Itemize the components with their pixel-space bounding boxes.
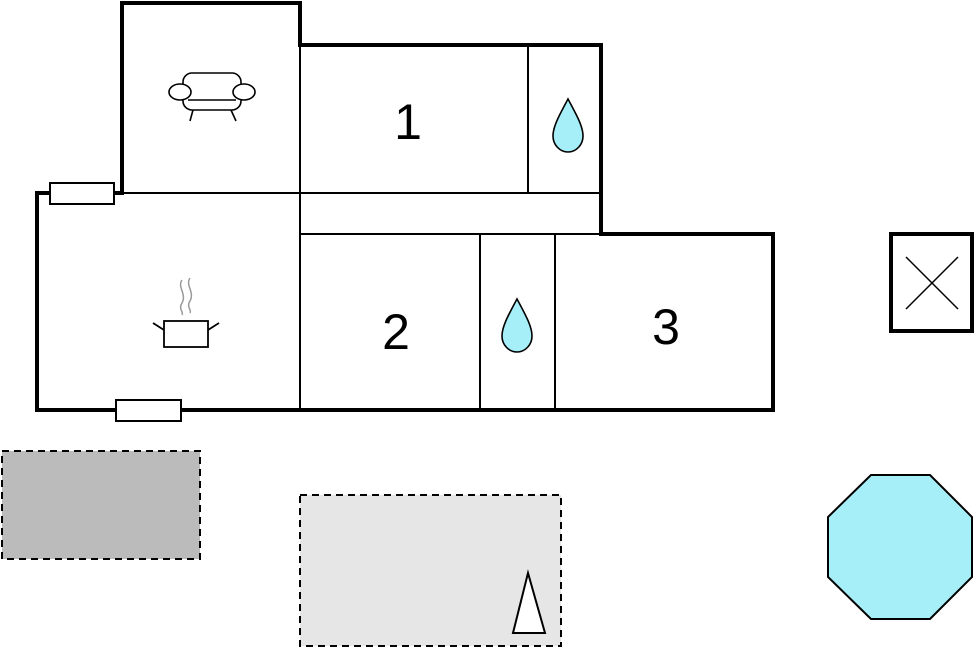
- parasol-icon: [511, 569, 547, 634]
- room-number-2: 2: [382, 304, 410, 360]
- window: [49, 182, 115, 205]
- exterior-wall: [35, 1, 775, 412]
- pool: [827, 474, 973, 620]
- interior-walls: [122, 5, 601, 410]
- water-drop-icon: [501, 297, 533, 353]
- cooking-pot-icon: [152, 277, 220, 348]
- covered-area: [1, 450, 201, 560]
- room-number-3: 3: [652, 299, 680, 355]
- window: [115, 399, 182, 422]
- outbuilding: [889, 232, 974, 333]
- water-drop-icon: [552, 97, 584, 153]
- room-number-1: 1: [394, 94, 422, 150]
- sofa-icon: [168, 72, 256, 122]
